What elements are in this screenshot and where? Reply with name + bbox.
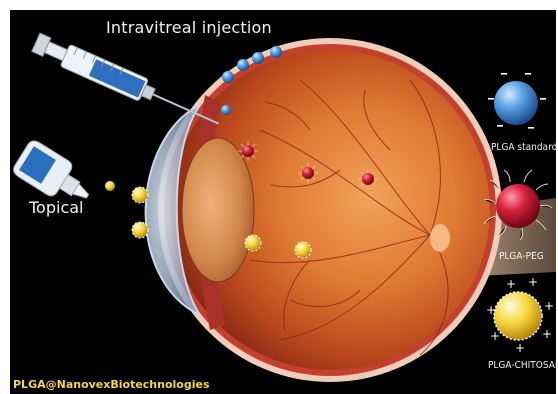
plga-standard-particle (221, 105, 231, 115)
eye-diagram-illustration: + + + + + + + (10, 10, 556, 394)
svg-text:+: + (506, 277, 516, 291)
svg-text:+: + (544, 299, 554, 313)
plga-chitosan-label: PLGA-CHITOSAN (488, 360, 556, 371)
plga-peg-particle (238, 141, 258, 161)
plga-standard-particle (270, 46, 282, 58)
plga-standard-particle (237, 59, 249, 71)
topical-label: Topical (29, 198, 84, 217)
svg-text:+: + (490, 329, 500, 343)
optic-disc (430, 224, 450, 252)
eye-diagram-frame: + + + + + + + Intravitreal injection Topica… (10, 10, 556, 394)
svg-text:+: + (542, 327, 552, 341)
intravitreal-injection-label: Intravitreal injection (106, 18, 272, 37)
plga-chitosan-particle (105, 181, 115, 191)
plga-peg-particle (298, 163, 318, 183)
plga-standard-particle (222, 71, 234, 83)
svg-text:+: + (528, 275, 538, 289)
lens (182, 138, 254, 282)
legend-plga-standard (488, 73, 546, 129)
plga-peg-label: PLGA-PEG (499, 251, 544, 262)
plga-chitosan-particle (132, 187, 148, 203)
svg-text:+: + (515, 341, 525, 355)
legend-plga-chitosan: + + + + + + + (486, 275, 554, 355)
credit-text: PLGA@NanovexBiotechnologies (13, 378, 210, 391)
svg-text:+: + (486, 303, 496, 317)
plga-chitosan-particle (295, 242, 311, 258)
plga-chitosan-particle (132, 222, 148, 238)
plga-standard-particle (252, 52, 264, 64)
plga-peg-particle (358, 169, 378, 189)
plga-standard-label: PLGA standard (491, 142, 556, 153)
plga-chitosan-particle (245, 235, 261, 251)
